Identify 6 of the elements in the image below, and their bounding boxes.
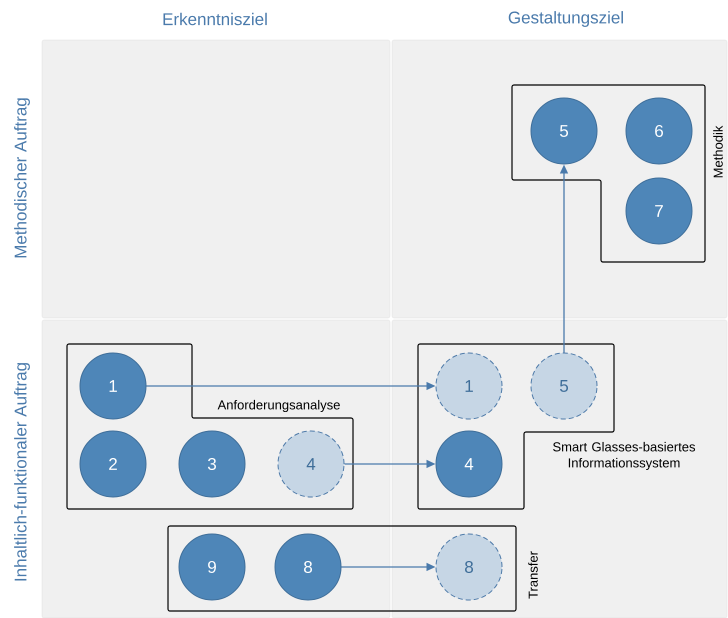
- node-label: Methodik: [713, 126, 723, 178]
- node-label: Transfer: [528, 551, 538, 599]
- axis-label: Inhaltlich-funktionaler Auftrag: [14, 363, 30, 581]
- axis-label: Gestaltungsziel: [508, 11, 623, 27]
- axis-label: Erkenntnisziel: [164, 12, 267, 26]
- axis-label: Methodischer Auftrag: [14, 98, 30, 258]
